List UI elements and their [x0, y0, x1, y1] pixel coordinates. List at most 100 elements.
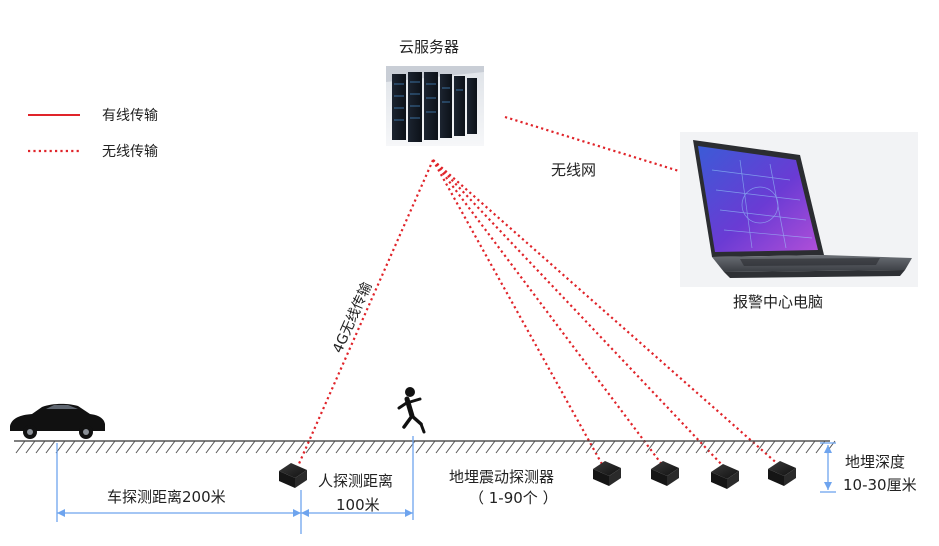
sensor-box-icon	[711, 464, 739, 489]
ground-hatch	[65, 440, 76, 454]
ground-hatch	[395, 440, 406, 454]
ground-hatch	[575, 440, 586, 454]
ground-hatch	[675, 440, 686, 454]
dimensions	[56, 436, 836, 534]
detector-label: 地埋震动探测器	[449, 468, 554, 486]
ground-hatch	[95, 440, 106, 454]
ground-hatch	[475, 440, 486, 454]
ground-hatch	[235, 440, 246, 454]
ground-hatch	[355, 440, 366, 454]
ground-hatch	[435, 440, 446, 454]
wifi-label: 无线网	[551, 161, 596, 179]
detector-count-label: （ 1-90个 ）	[469, 489, 558, 507]
ground-hatch	[645, 440, 656, 454]
ground-hatch	[665, 440, 676, 454]
ground-hatch	[45, 440, 56, 454]
sensor-box-icon	[279, 463, 307, 488]
ground-hatch	[115, 440, 126, 454]
sensor-box-icon	[768, 461, 796, 486]
ground-hatch	[715, 440, 726, 454]
ground-hatch	[655, 440, 666, 454]
person-distance-title: 人探测距离	[318, 472, 393, 490]
ground-hatch	[215, 440, 226, 454]
legend-wired-label: 有线传输	[102, 108, 158, 124]
ground-hatch	[135, 440, 146, 454]
ground-hatch	[285, 440, 296, 454]
ground-hatch	[425, 440, 436, 454]
ground-hatch	[465, 440, 476, 454]
wireless-link-sensor-4	[432, 159, 724, 467]
wireless-link-sensor-1	[296, 159, 435, 467]
legend-wireless-label: 无线传输	[102, 144, 158, 160]
ground-hatch	[185, 440, 196, 454]
ground-hatch	[455, 440, 466, 454]
ground-hatch	[535, 440, 546, 454]
server-rack-icon	[386, 66, 484, 146]
legend: 有线传输 无线传输	[28, 108, 158, 160]
running-person-icon	[397, 387, 426, 434]
ground-hatch	[275, 440, 286, 454]
ground-hatch	[495, 440, 506, 454]
ground-hatch	[145, 440, 156, 454]
ground-hatch	[155, 440, 166, 454]
server-label: 云服务器	[399, 38, 459, 56]
ground-hatch	[75, 440, 86, 454]
ground-hatch	[565, 440, 576, 454]
ground-hatch	[365, 440, 376, 454]
sensor-box-icon	[651, 461, 679, 486]
ground-hatch	[35, 440, 46, 454]
ground-hatch	[305, 440, 316, 454]
ground-hatch	[375, 440, 386, 454]
sensor-group	[279, 461, 796, 489]
ground-hatch	[125, 440, 136, 454]
ground-hatch	[15, 440, 26, 454]
ground-hatch	[265, 440, 276, 454]
laptop-label: 报警中心电脑	[733, 293, 823, 311]
ground-hatch	[445, 440, 456, 454]
ground-hatch	[605, 440, 616, 454]
ground-hatch	[415, 440, 426, 454]
ground-hatch	[295, 440, 306, 454]
alarm-center-laptop: 报警中心电脑	[680, 132, 918, 311]
ground-hatch	[225, 440, 236, 454]
ground-hatch	[25, 440, 36, 454]
ground-hatching	[15, 440, 836, 454]
ground-hatch	[755, 440, 766, 454]
person-distance-value: 100米	[336, 496, 380, 514]
wireless-link-sensor-2	[432, 159, 604, 467]
ground-hatch	[255, 440, 266, 454]
ground-hatch	[525, 440, 536, 454]
ground-hatch	[745, 440, 756, 454]
ground-hatch	[505, 440, 516, 454]
ground-hatch	[245, 440, 256, 454]
ground-hatch	[695, 440, 706, 454]
ground-hatch	[615, 440, 626, 454]
ground-hatch	[685, 440, 696, 454]
ground-hatch	[625, 440, 636, 454]
ground-hatch	[775, 440, 786, 454]
ground-hatch	[765, 440, 776, 454]
wireless-links	[296, 115, 781, 467]
ground-hatch	[595, 440, 606, 454]
car-icon	[10, 403, 105, 439]
ground	[14, 440, 836, 454]
depth-title: 地埋深度	[845, 453, 905, 471]
ground-hatch	[705, 440, 716, 454]
ground-hatch	[515, 440, 526, 454]
laptop-icon	[680, 132, 918, 287]
sensor-box-icon	[593, 461, 621, 486]
ground-hatch	[315, 440, 326, 454]
ground-hatch	[105, 440, 116, 454]
wireless-link-server-laptop	[504, 115, 696, 178]
ground-hatch	[195, 440, 206, 454]
ground-hatch	[635, 440, 646, 454]
ground-hatch	[335, 440, 346, 454]
ground-hatch	[485, 440, 496, 454]
ground-hatch	[555, 440, 566, 454]
ground-hatch	[805, 440, 816, 454]
wireless-link-sensor-5	[432, 159, 781, 467]
ground-hatch	[785, 440, 796, 454]
cloud-server: 云服务器	[386, 38, 484, 146]
ground-hatch	[85, 440, 96, 454]
ground-hatch	[385, 440, 396, 454]
